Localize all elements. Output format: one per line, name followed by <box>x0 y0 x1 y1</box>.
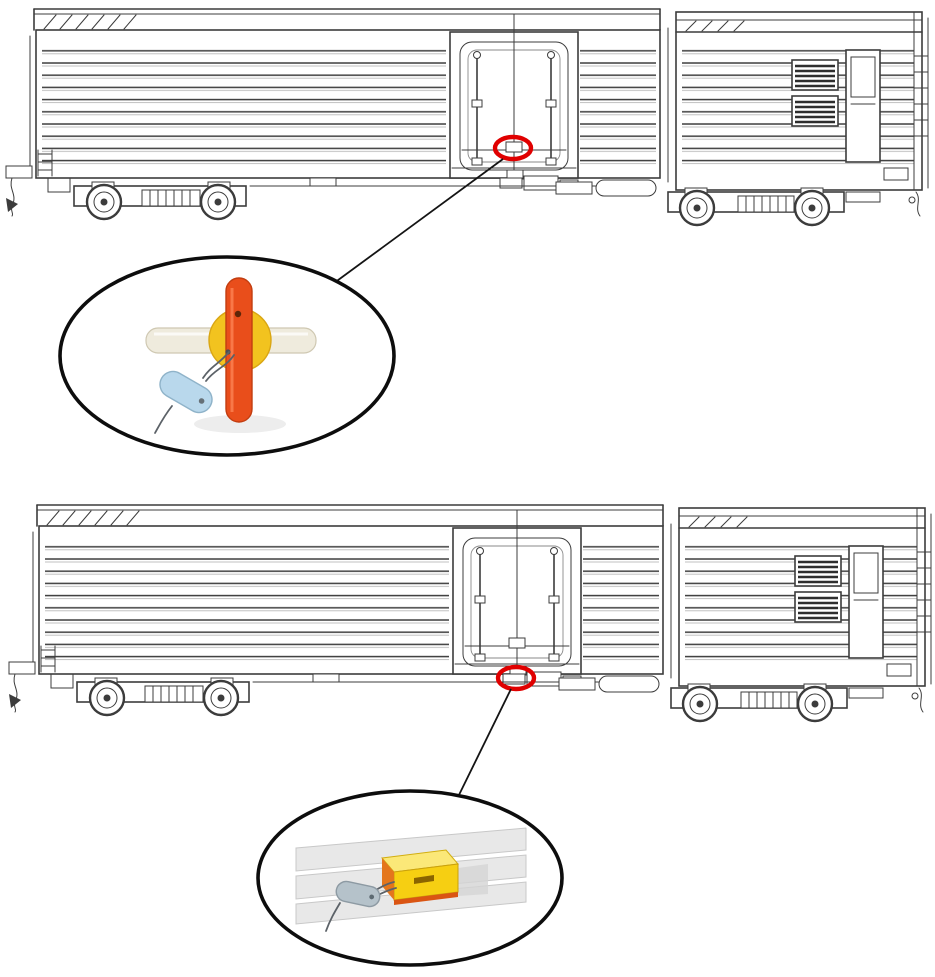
top-seal-location-highlight <box>492 134 534 162</box>
seal-wire <box>375 881 395 891</box>
seal-tag <box>335 880 381 908</box>
top-callout-line <box>329 158 504 287</box>
bottom-rail-car-drawing <box>7 503 933 723</box>
rod-hole <box>234 310 242 318</box>
seal-rod <box>225 277 253 423</box>
seal-wire <box>202 351 230 379</box>
hasp-bottom-edge <box>394 892 458 905</box>
top-seal-detail-callout <box>58 255 396 457</box>
door-rod-seal-illustration <box>145 277 317 434</box>
tag-tail-wire <box>154 405 173 434</box>
hasp-slot <box>414 875 434 884</box>
bottom-seal-location-highlight <box>495 664 537 692</box>
seal-tag <box>159 370 213 414</box>
seal-wire-strand <box>205 354 235 382</box>
hasp-shadow <box>458 864 488 896</box>
bottom-seal-detail-callout <box>256 789 564 967</box>
top-rail-car-drawing <box>4 7 930 227</box>
door-hasp <box>381 849 459 905</box>
bottom-callout-line <box>456 688 512 800</box>
tag-tail-wire <box>325 902 341 932</box>
door-hasp-seal-illustration <box>295 827 527 932</box>
